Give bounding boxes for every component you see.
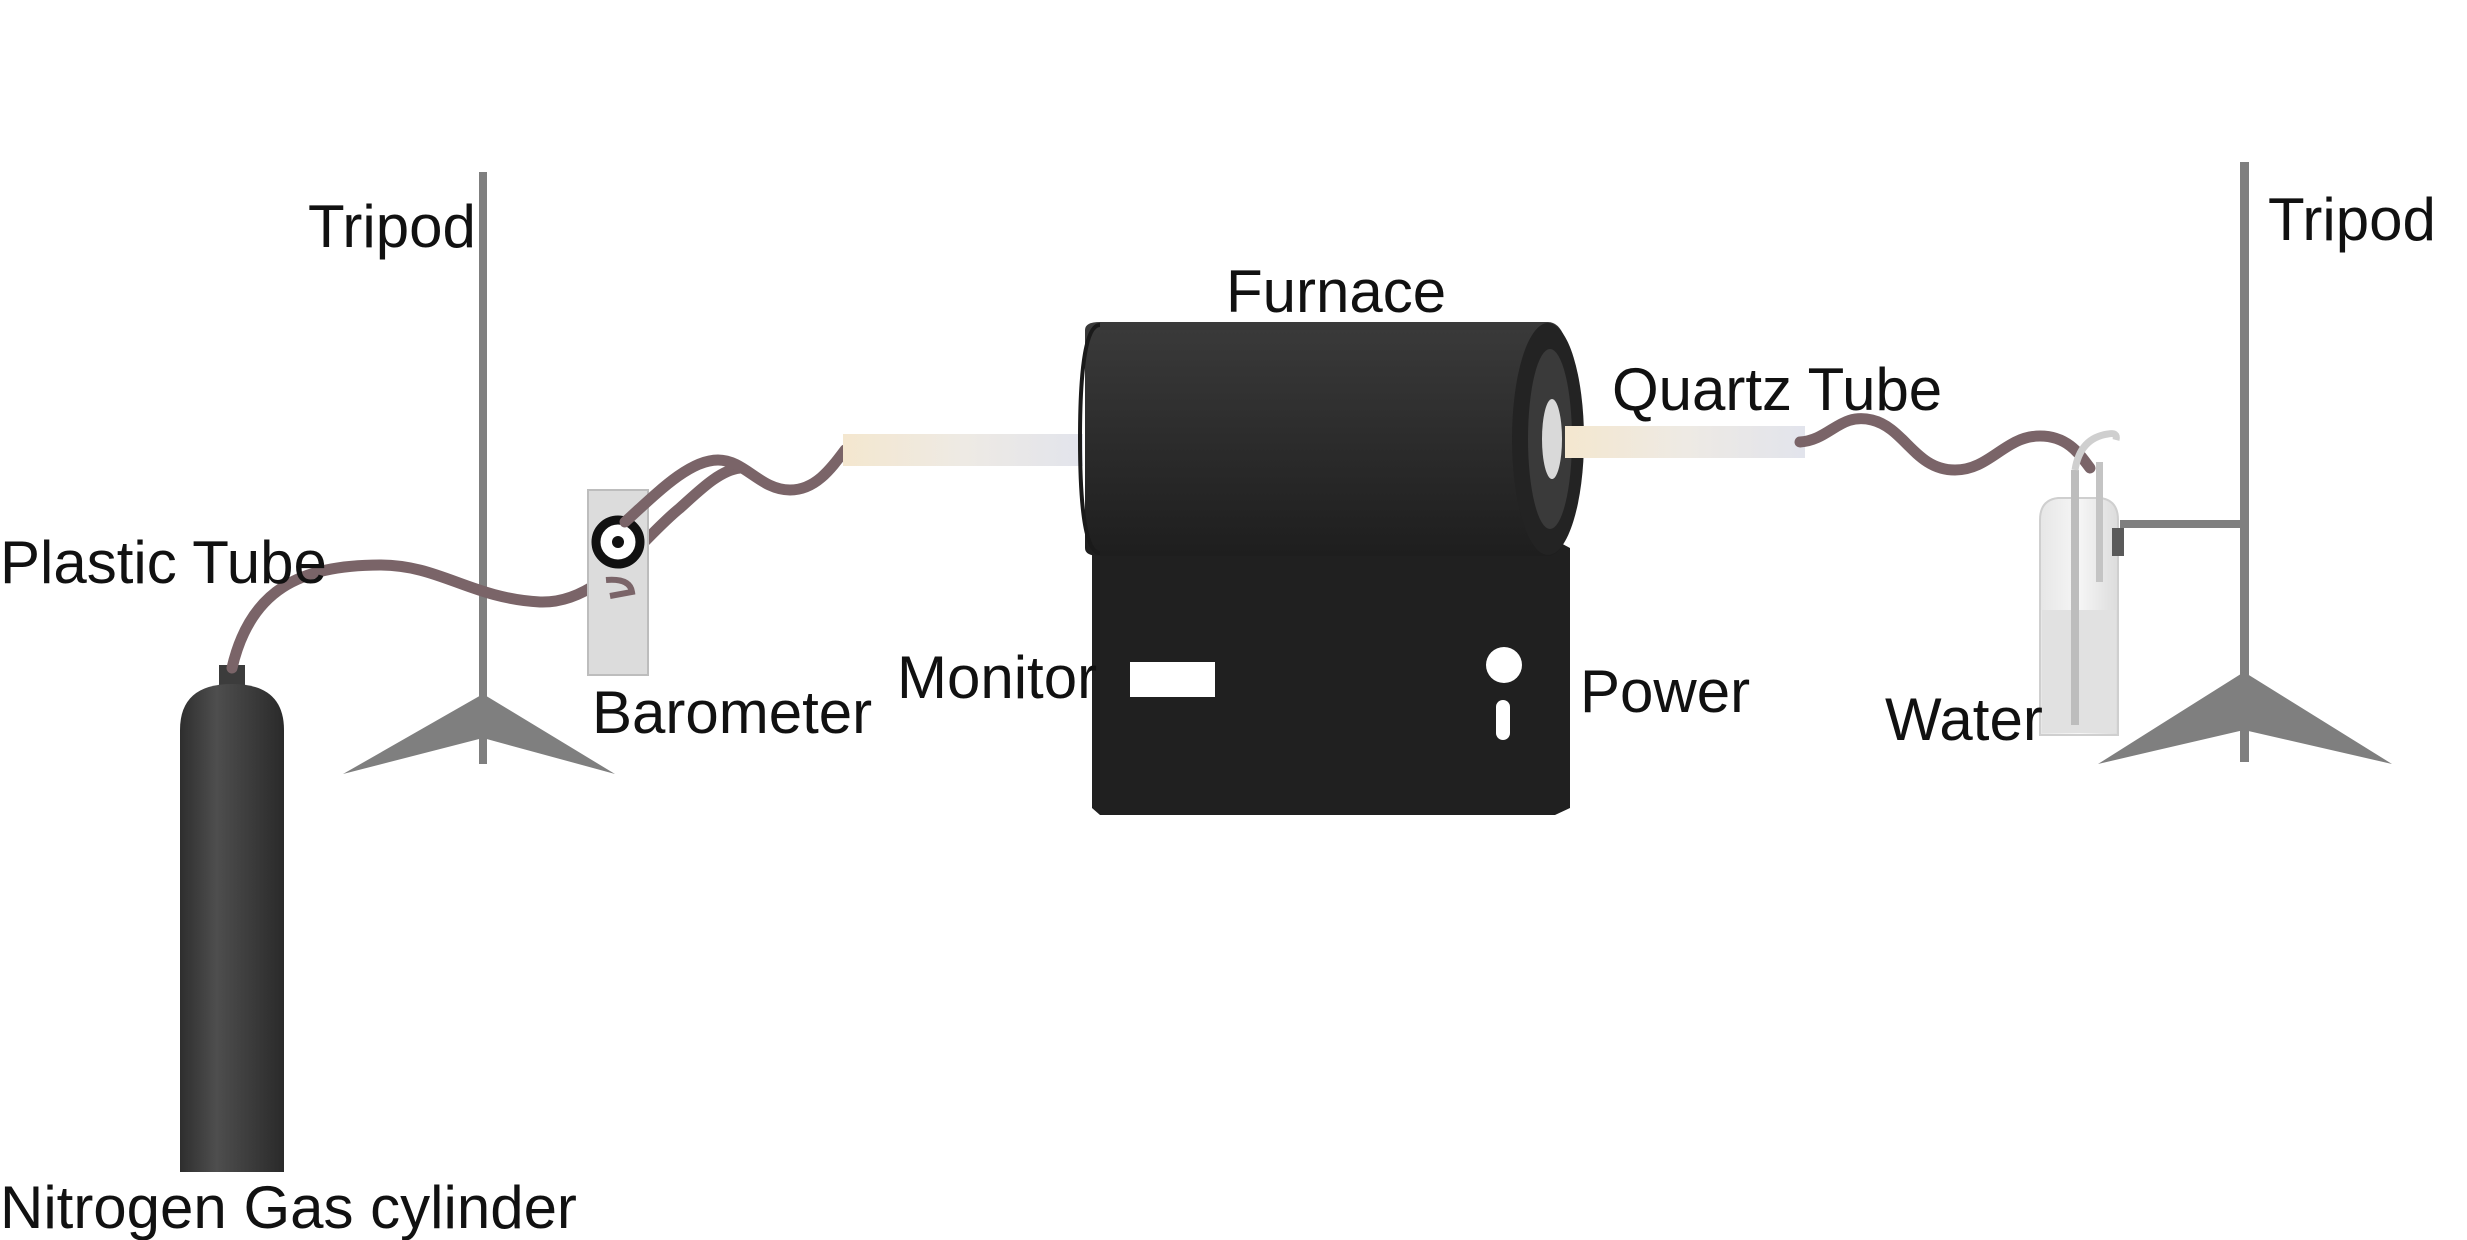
water-bottle <box>2039 430 2124 736</box>
plastic-tube-2 <box>619 444 851 528</box>
power-button-icon <box>1486 647 1522 683</box>
furnace <box>1077 322 1584 815</box>
label-quartz-tube: Quartz Tube <box>1612 356 1942 423</box>
label-water: Water <box>1885 686 2043 753</box>
label-plastic-tube: Plastic Tube <box>0 529 327 596</box>
tripod-right <box>2098 162 2392 764</box>
label-monitor: Monitor <box>897 644 1097 711</box>
plastic-tube-3 <box>1794 413 2096 476</box>
barometer <box>587 489 649 676</box>
quartz-tube-right <box>1565 426 1805 458</box>
label-power: Power <box>1580 658 1750 725</box>
label-barometer: Barometer <box>592 679 872 746</box>
label-furnace: Furnace <box>1226 258 1446 325</box>
tripod-left <box>343 172 615 774</box>
monitor-display <box>1130 662 1215 697</box>
power-switch-icon <box>1496 700 1510 740</box>
label-tripod-left: Tripod <box>308 193 476 260</box>
label-tripod-right: Tripod <box>2268 186 2436 253</box>
plastic-tube-1 <box>226 462 746 674</box>
label-nitrogen-gas-cylinder: Nitrogen Gas cylinder <box>0 1174 577 1240</box>
nitrogen-gas-cylinder <box>180 665 284 1172</box>
quartz-tube-left <box>843 434 1083 466</box>
